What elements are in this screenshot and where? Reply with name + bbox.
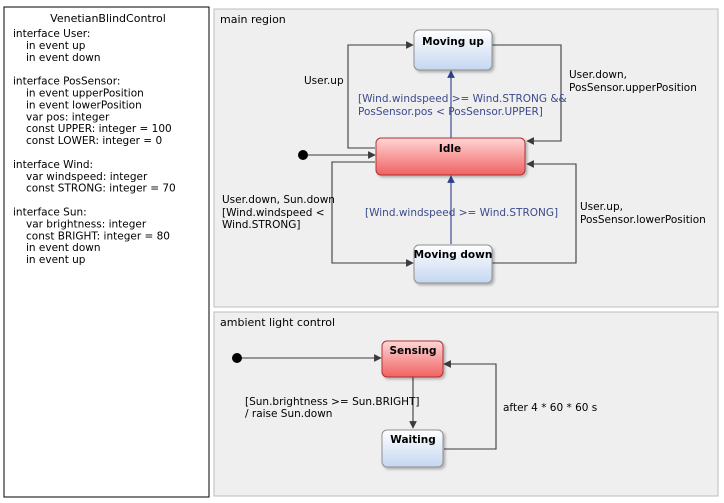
definition-blank-line xyxy=(13,195,16,207)
label-moving-down-to-idle-1: User.up, xyxy=(580,201,623,213)
state-waiting[interactable]: Waiting xyxy=(381,429,444,468)
transition-idle-to-moving-up[interactable] xyxy=(347,41,414,149)
definition-line: in event down xyxy=(26,242,100,254)
definition-line: interface Sun: xyxy=(13,206,87,218)
transition-moving-down-to-idle[interactable] xyxy=(492,160,577,264)
definition-line: in event up xyxy=(26,40,86,52)
guard-up-line-2: PosSensor.pos < PosSensor.UPPER] xyxy=(358,106,543,118)
state-moving-up[interactable]: Moving up xyxy=(413,29,493,71)
definition-line: in event up xyxy=(26,254,86,266)
state-idle[interactable]: Idle xyxy=(375,137,526,176)
transition-moving-up-to-idle[interactable] xyxy=(492,44,562,145)
label-idle-to-moving-down-3: Wind.STRONG] xyxy=(222,219,300,231)
main-region[interactable]: main region User.up User.down, PosSensor… xyxy=(213,8,719,308)
definition-line: const UPPER: integer = 100 xyxy=(26,123,172,135)
definition-line: interface User: xyxy=(13,28,90,40)
label-sensing-to-waiting-1: [Sun.brightness >= Sun.BRIGHT] xyxy=(245,396,420,408)
guard-up-line-1: [Wind.windspeed >= Wind.STRONG && xyxy=(358,93,567,105)
label-idle-to-moving-down-2: [Wind.windspeed < xyxy=(222,207,325,219)
label-idle-to-moving-up: User.up xyxy=(304,75,344,87)
state-waiting-label: Waiting xyxy=(390,434,436,446)
definition-line: in event upperPosition xyxy=(26,88,144,100)
label-moving-up-to-idle-2: PosSensor.upperPosition xyxy=(569,82,697,94)
definition-line: var windspeed: integer xyxy=(26,171,148,183)
ambient-region-title: ambient light control xyxy=(220,316,335,329)
label-idle-to-moving-down-1: User.down, Sun.down xyxy=(222,194,335,206)
state-moving-down[interactable]: Moving down xyxy=(413,244,493,284)
main-region-title: main region xyxy=(220,13,286,26)
state-moving-down-label: Moving down xyxy=(414,249,493,261)
definition-title: VenetianBlindControl xyxy=(50,12,166,25)
transition-waiting-to-sensing[interactable] xyxy=(443,360,497,450)
label-moving-up-to-idle-1: User.down, xyxy=(569,69,627,81)
state-sensing-label: Sensing xyxy=(390,345,437,357)
transition-idle-to-moving-down[interactable] xyxy=(331,161,414,267)
main-initial-state[interactable] xyxy=(298,150,308,160)
definition-line: interface PosSensor: xyxy=(13,76,120,88)
definition-line: const LOWER: integer = 0 xyxy=(26,135,162,147)
label-waiting-to-sensing: after 4 * 60 * 60 s xyxy=(503,402,597,414)
definition-line: const BRIGHT: integer = 80 xyxy=(26,230,170,242)
state-moving-up-label: Moving up xyxy=(422,36,484,48)
label-moving-down-to-idle-2: PosSensor.lowerPosition xyxy=(580,214,706,226)
ambient-light-region[interactable]: ambient light control [Sun.brightness >=… xyxy=(213,311,719,497)
label-sensing-to-waiting-2: / raise Sun.down xyxy=(245,408,332,420)
definition-line: in event down xyxy=(26,52,100,64)
definition-blank-line xyxy=(13,147,16,159)
definition-line: const STRONG: integer = 70 xyxy=(26,183,176,195)
definition-line: var pos: integer xyxy=(26,111,110,123)
definition-line: in event lowerPosition xyxy=(26,99,142,111)
ambient-initial-state[interactable] xyxy=(232,353,242,363)
state-idle-label: Idle xyxy=(439,143,461,155)
guard-down-label: [Wind.windspeed >= Wind.STRONG] xyxy=(365,207,558,219)
definition-line: var brightness: integer xyxy=(26,218,147,230)
state-sensing[interactable]: Sensing xyxy=(381,340,444,378)
definition-line: interface Wind: xyxy=(13,159,93,171)
definition-section[interactable]: VenetianBlindControl interface User:in e… xyxy=(3,6,210,498)
definition-blank-line xyxy=(13,64,16,76)
